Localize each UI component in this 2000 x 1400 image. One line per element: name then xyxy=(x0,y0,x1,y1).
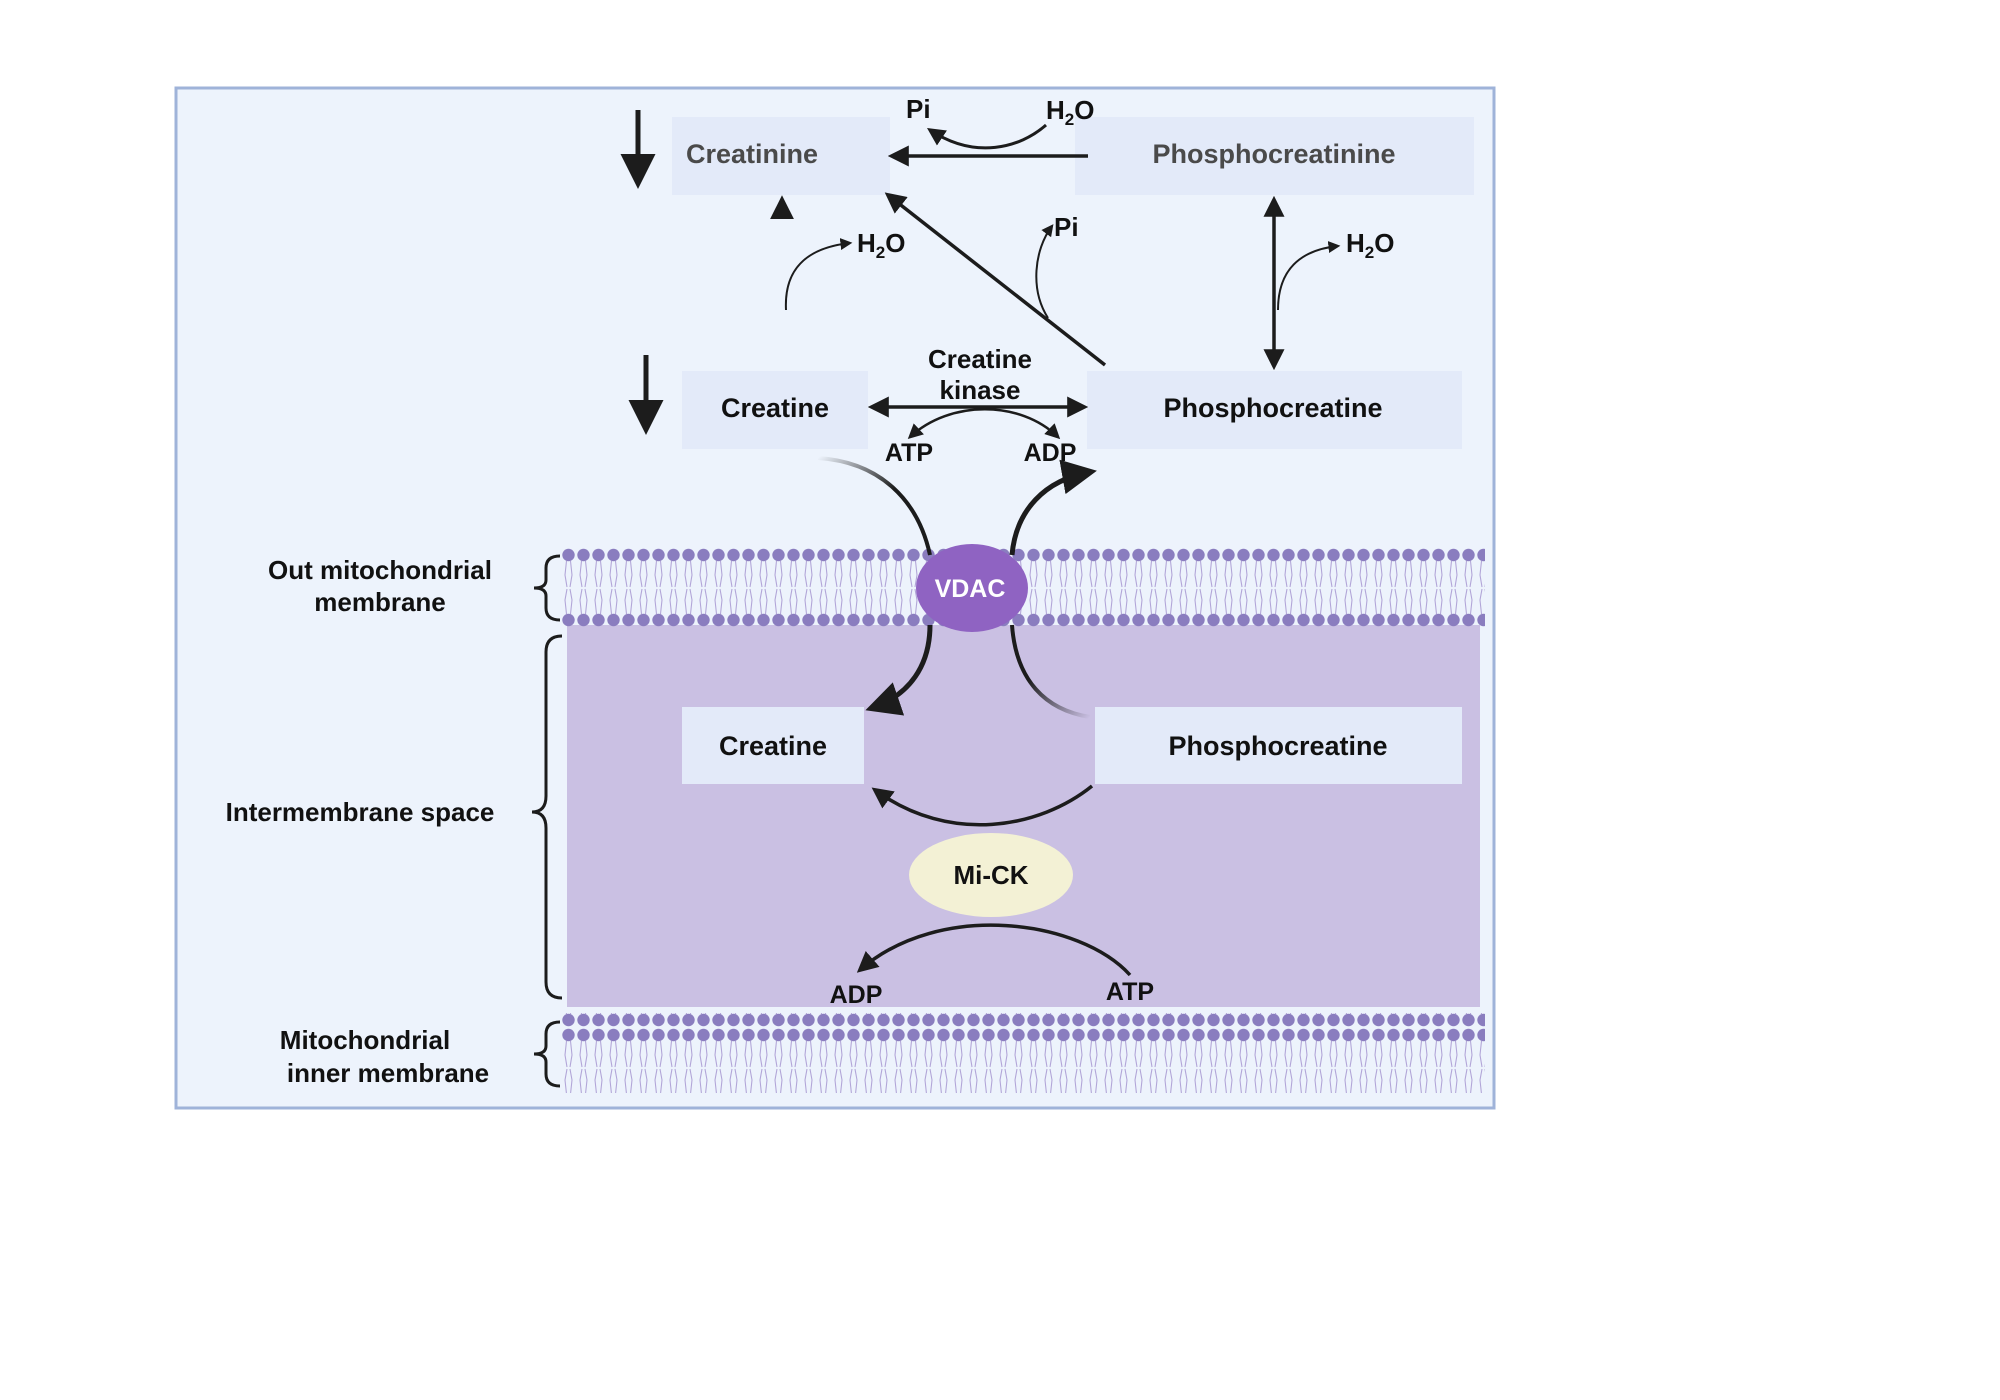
creatine-cyto-box xyxy=(682,371,868,449)
mi-ck-enzyme xyxy=(909,833,1073,917)
phosphocreatine-cyto-label: Phosphocreatine xyxy=(1163,393,1382,423)
arrow-phosphocreatine-from-ims xyxy=(1010,624,1091,719)
vdac-label: VDAC xyxy=(935,575,1006,603)
inner-membrane-label-1: Mitochondrial xyxy=(280,1025,450,1055)
creatinine-label: Creatinine xyxy=(686,139,818,169)
arrow-atp-to-adp-ims xyxy=(856,923,1132,977)
vdac-channel xyxy=(916,544,1028,632)
intermembrane-space-label: Intermembrane space xyxy=(226,797,495,827)
outer-membrane-label-2: membrane xyxy=(314,587,446,617)
brace-intermembrane-space xyxy=(531,634,563,1000)
arrow-h2o-to-pi-top xyxy=(927,123,1047,150)
pi-mid-label: Pi xyxy=(1054,212,1079,242)
arrow-creatine-into-vdac xyxy=(817,456,932,556)
inner-mitochondrial-membrane xyxy=(561,1013,1485,1093)
brace-outer-membrane xyxy=(533,554,561,622)
creatine-ims-box xyxy=(682,707,864,784)
arrow-atp-adp-cyto xyxy=(907,408,1061,440)
phosphocreatinine-box xyxy=(1075,117,1474,195)
atp-ims-label: ATP xyxy=(1106,978,1154,1006)
creatine-cyto-label: Creatine xyxy=(721,393,829,423)
arrow-creatine-into-ims xyxy=(865,624,933,716)
phosphocreatine-ims-label: Phosphocreatine xyxy=(1168,731,1387,761)
adp-cyto-label: ADP xyxy=(1024,439,1077,467)
brace-inner-membrane xyxy=(533,1020,561,1088)
arrow-phosphocreatine-to-creatinine xyxy=(884,192,1107,367)
arrow-pi-mid-release xyxy=(1035,224,1054,319)
arrow-phosphocreatine-to-creatine-ims xyxy=(871,784,1094,827)
creatine-kinase-label-2: kinase xyxy=(940,375,1021,405)
creatinine-box xyxy=(672,117,890,195)
atp-cyto-label: ATP xyxy=(885,439,933,467)
adp-ims-label: ADP xyxy=(830,981,883,1009)
h2o-right-label: H2O xyxy=(1346,228,1394,262)
mi-ck-label: Mi-CK xyxy=(953,860,1028,890)
h2o-left-label: H2O xyxy=(857,228,905,262)
h2o-top-label: H2O xyxy=(1046,95,1094,129)
phosphocreatine-ims-box xyxy=(1095,707,1462,784)
inner-membrane-label-2: inner membrane xyxy=(287,1058,489,1088)
creatine-kinase-label-1: Creatine xyxy=(928,344,1032,374)
creatine-ims-label: Creatine xyxy=(719,731,827,761)
arrow-h2o-right-release xyxy=(1277,241,1341,311)
outer-membrane-label-1: Out mitochondrial xyxy=(268,555,492,585)
intermembrane-space-region xyxy=(567,625,1480,1007)
arrow-phosphocreatine-out-vdac xyxy=(1009,459,1097,556)
pi-top-label: Pi xyxy=(906,94,931,124)
arrow-h2o-left-release xyxy=(784,238,853,311)
phosphocreatinine-label: Phosphocreatinine xyxy=(1152,139,1395,169)
phosphocreatine-cyto-box xyxy=(1087,371,1462,449)
